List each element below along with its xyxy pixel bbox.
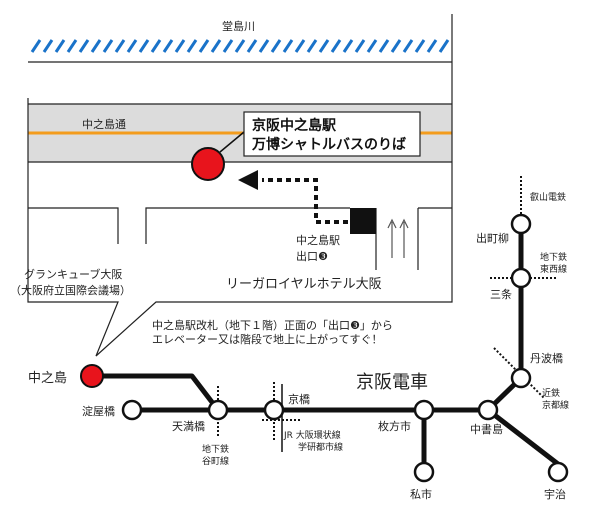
- station-marker-yodoyabashi: [121, 399, 143, 421]
- callout-line2: 万博シャトルバスのりば: [251, 136, 406, 153]
- road-label: 中之島通: [82, 117, 126, 131]
- one-way-arrows: [387, 218, 409, 258]
- station-marker-temmabashi: [207, 399, 229, 421]
- station-marker-demachiyanagi: [510, 213, 532, 235]
- transfer-temmabashi-line2: 谷町線: [202, 455, 229, 467]
- station-label-uji: 宇治: [544, 487, 566, 501]
- river-label: 堂島川: [222, 19, 255, 33]
- exit-label-line1: 中之島駅: [296, 233, 340, 247]
- route-arrowhead: [238, 170, 258, 190]
- directions-note-line1: 中之島駅改札（地下１階）正面の「出口❸」から: [152, 318, 393, 332]
- station-marker-sanjo: [510, 267, 532, 289]
- railway-name: 京阪電車: [356, 372, 428, 393]
- station-marker-chushojima: [477, 399, 499, 421]
- station-label-sanjo: 三条: [490, 287, 512, 301]
- venue-name: グランキューブ大阪: [24, 267, 122, 281]
- transfer-tambabashi-line2: 京都線: [542, 399, 569, 411]
- exit-label-line2: 出口❸: [296, 249, 328, 263]
- station-marker-kisaichi: [413, 461, 435, 483]
- transfer-kyobashi-line2: 学研都市線: [298, 441, 343, 453]
- station-marker-nakanoshima: [80, 364, 104, 388]
- callout-box: [243, 111, 421, 157]
- transfer-sanjo-line1: 地下鉄: [540, 251, 567, 263]
- station-marker-kyobashi: [263, 399, 285, 421]
- station-label-hirakatashi: 枚方市: [378, 419, 411, 433]
- callout-line1: 京阪中之島駅: [252, 117, 337, 134]
- transfer-demachiyanagi-line1: 叡山電鉄: [530, 191, 566, 203]
- transfer-tambabashi-line1: 近鉄: [542, 387, 560, 399]
- shuttle-bus-stop-marker: [191, 147, 225, 181]
- transfer-sanjo-line2: 東西線: [540, 263, 567, 275]
- venue-subname: （大阪府立国際会議場）: [10, 283, 131, 297]
- river-hatch: [30, 39, 450, 53]
- station-label-kyobashi: 京橋: [288, 392, 310, 406]
- inset-map: 堂島川 中之島通: [27, 14, 453, 357]
- directions-note-line2: エレベーター又は階段で地上に上がってすぐ！: [152, 332, 382, 346]
- transfer-temmabashi-line1: 地下鉄: [202, 443, 229, 455]
- station-marker-hirakatashi: [413, 399, 435, 421]
- walking-route: [262, 178, 348, 224]
- station-label-nakanoshima: 中之島: [28, 371, 67, 386]
- station-label-tambabashi: 丹波橋: [530, 351, 563, 365]
- station-label-yodoyabashi: 淀屋橋: [82, 404, 115, 418]
- station-label-kisaichi: 私市: [410, 487, 432, 501]
- station-label-temmabashi: 天満橋: [172, 419, 205, 433]
- inset-frame: [27, 14, 453, 357]
- station-marker-tambabashi: [510, 367, 532, 389]
- exit-3-marker: [350, 208, 376, 234]
- station-label-demachiyanagi: 出町柳: [476, 231, 509, 245]
- station-marker-uji: [547, 461, 569, 483]
- transfer-kyobashi-line1: JR 大阪環状線: [283, 429, 341, 441]
- railway-map: 京阪電車 中之島 淀屋橋 天満橋 京橋 枚方市 私市 中書島 宇治 丹波橋 三条…: [28, 176, 569, 501]
- station-label-chushojima: 中書島: [470, 422, 503, 436]
- hotel-label: リーガロイヤルホテル大阪: [226, 277, 382, 292]
